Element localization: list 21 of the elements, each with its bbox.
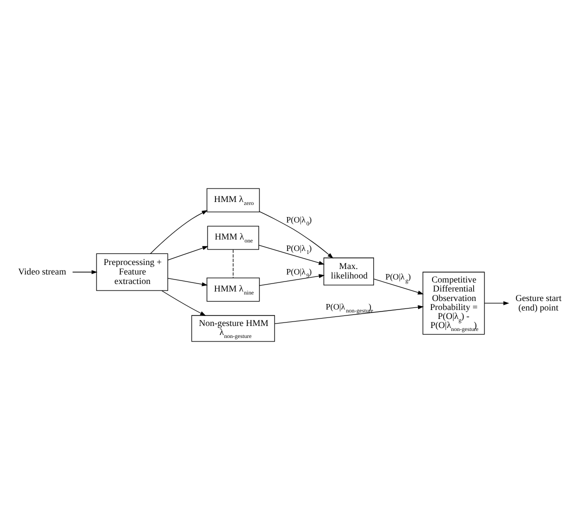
arrow	[259, 211, 334, 258]
node-text: Gesture start (end) point	[515, 292, 562, 312]
arrow	[168, 278, 208, 286]
node-box: HMM λ$_{one}$	[207, 226, 260, 250]
arrow	[373, 278, 424, 294]
arrow	[72, 270, 98, 274]
node-box: Preprocessing + Feature extraction	[96, 253, 168, 291]
arrow	[168, 246, 208, 260]
arrow	[259, 274, 325, 286]
node-text: Video stream	[18, 266, 66, 277]
connector	[232, 249, 234, 278]
node-box: Non-gesture HMM λ$_{non-gesture}$	[191, 315, 275, 342]
arrow	[162, 290, 206, 316]
node-box: HMM λ$_{zero}$	[206, 188, 260, 212]
arrow	[274, 305, 424, 324]
arrow	[258, 244, 325, 265]
arrow	[150, 210, 208, 254]
node-box: Max. likelihood	[324, 258, 374, 286]
node-box: HMM λ$_{nine}$	[206, 278, 260, 302]
arrow	[484, 301, 510, 306]
node-box: Competitive Differential Observation Probability = P(O|λ$_{g}$) - P(O|λ$_{non-gesture}$)	[422, 272, 485, 335]
